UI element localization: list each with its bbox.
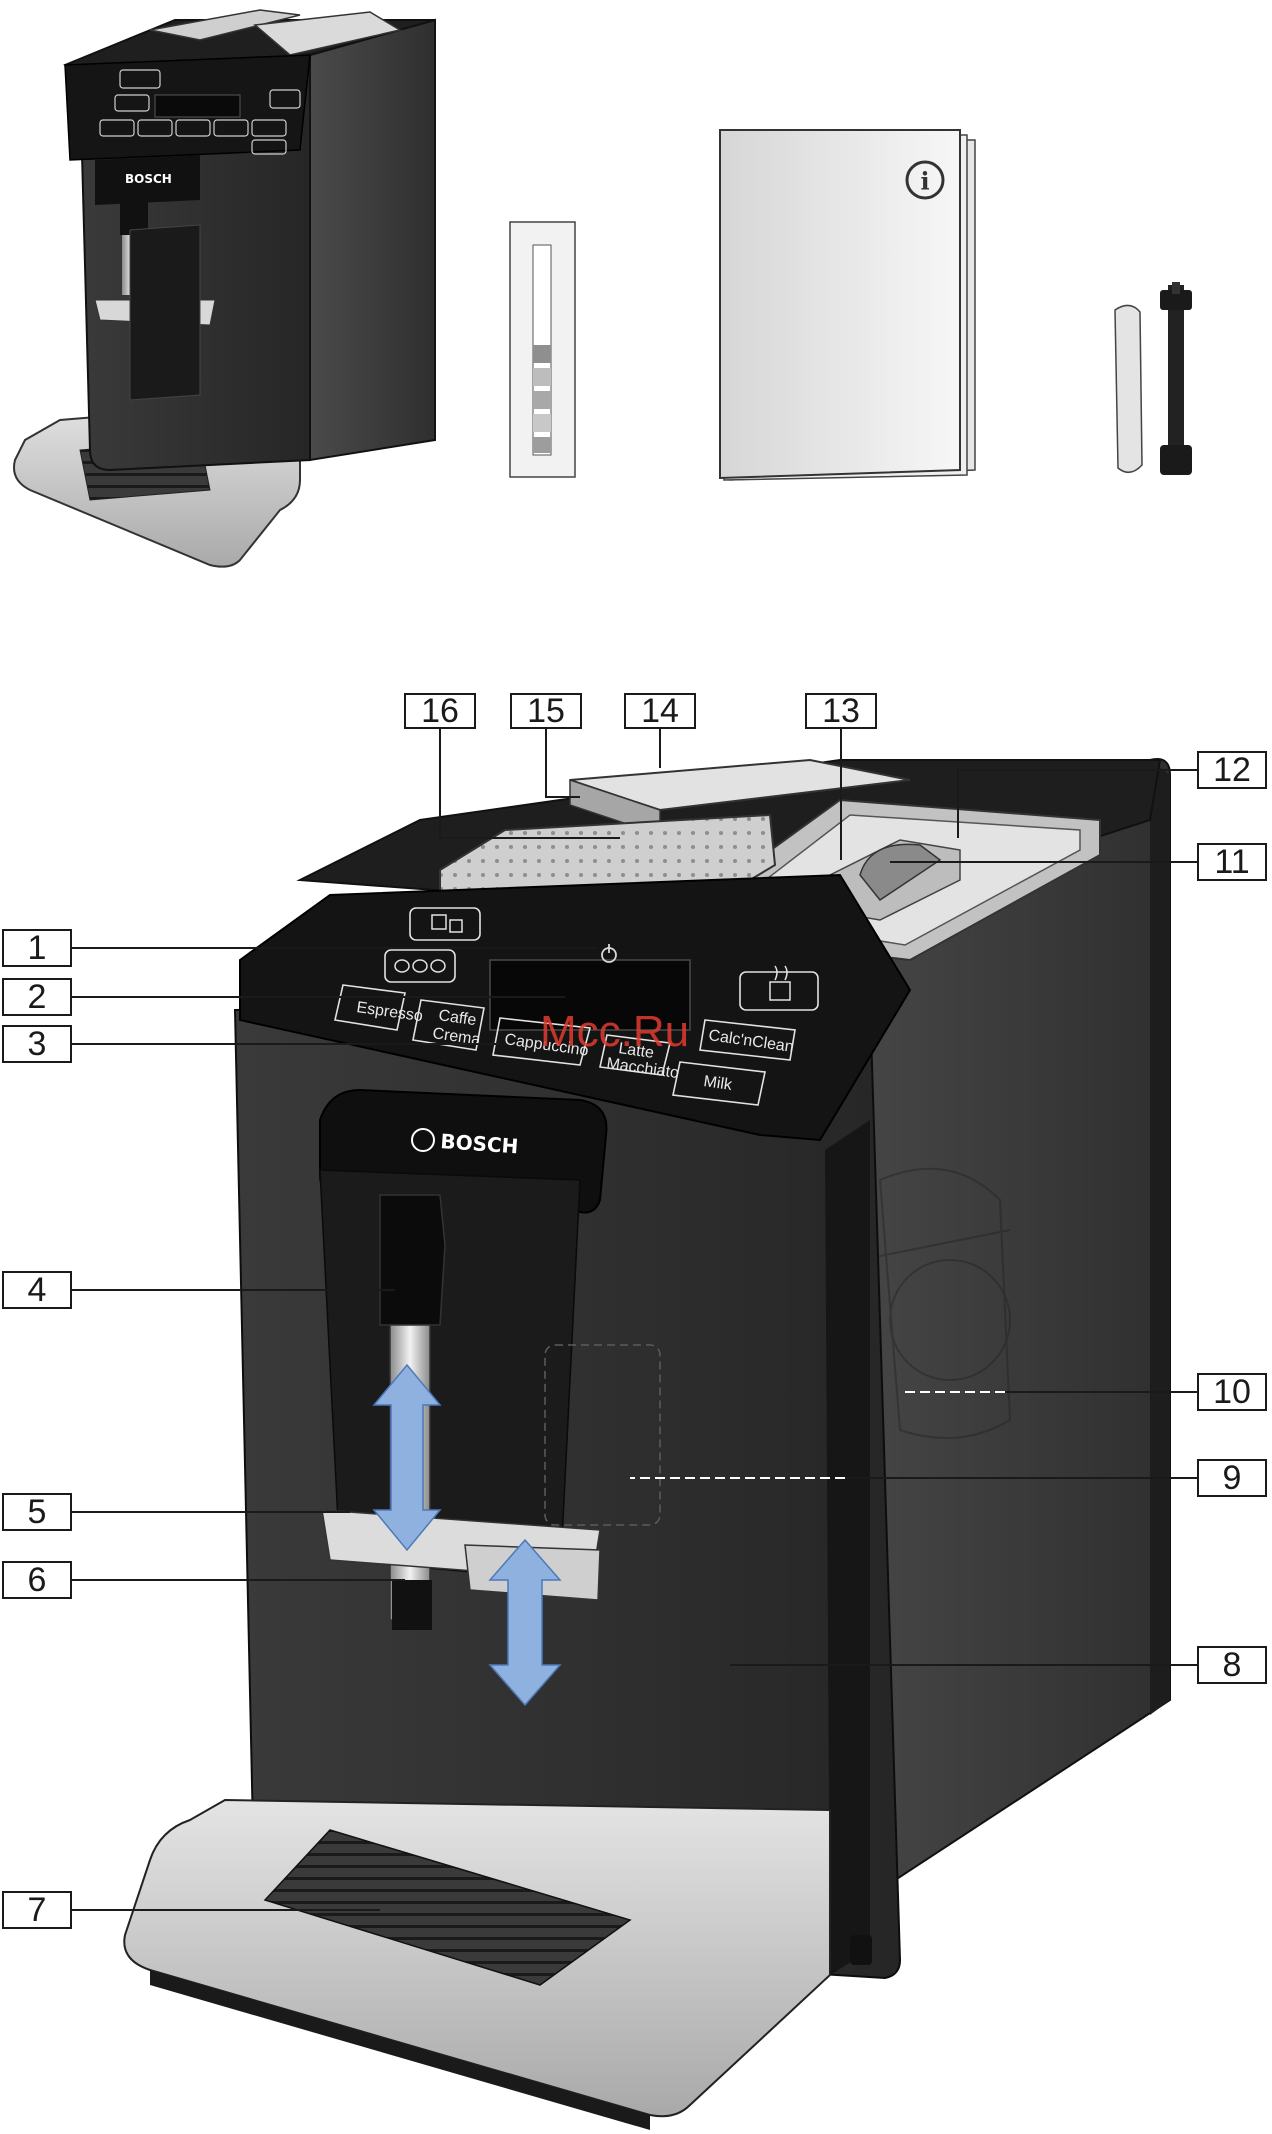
callout-1: 1 <box>28 929 47 967</box>
info-glyph: i <box>920 167 929 196</box>
main-coffee-machine: Espresso Caffe Crema Cappuccino Latte Ma… <box>124 759 1170 2130</box>
milk-tube-accessories <box>1115 282 1192 475</box>
small-coffee-machine: BOSCH <box>14 10 435 567</box>
callout-4: 4 <box>28 1271 47 1309</box>
callout-11: 11 <box>1214 843 1249 881</box>
callout-10: 10 <box>1213 1373 1251 1411</box>
watermark-text: Mcc.Ru <box>540 1007 689 1056</box>
callout-12: 12 <box>1213 751 1251 789</box>
callout-15: 15 <box>527 692 565 730</box>
callout-16: 16 <box>421 692 459 730</box>
callout-7: 7 <box>28 1891 47 1929</box>
callout-6: 6 <box>28 1561 47 1599</box>
small-brand-label: BOSCH <box>125 172 172 186</box>
water-hardness-test-strip <box>510 222 575 477</box>
callout-2: 2 <box>28 978 47 1016</box>
callout-9: 9 <box>1223 1459 1242 1497</box>
callout-5: 5 <box>28 1493 47 1531</box>
callout-14: 14 <box>641 692 679 730</box>
instruction-manual: i <box>720 130 975 480</box>
callout-13: 13 <box>822 692 860 730</box>
callout-3: 3 <box>28 1025 47 1063</box>
callout-8: 8 <box>1223 1646 1242 1684</box>
